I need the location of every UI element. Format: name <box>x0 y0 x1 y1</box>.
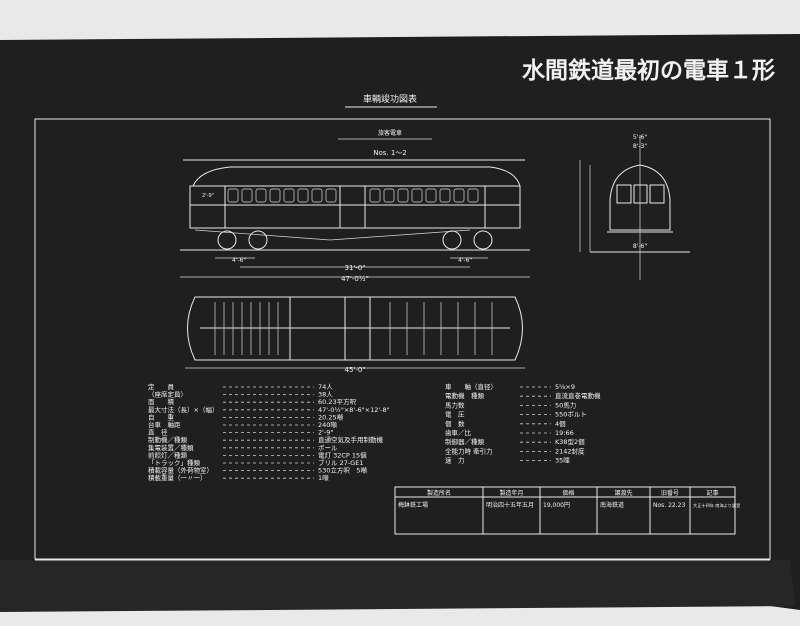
spec-label: （座席定員） <box>148 390 187 399</box>
spec-value: 550ボルト <box>555 411 587 419</box>
photo-title: 水間鉄道最初の電車１形 <box>522 57 775 84</box>
table-cell: 19,000円 <box>543 502 570 509</box>
spec-value: 38人 <box>318 391 333 399</box>
window <box>255 188 267 203</box>
window <box>227 188 239 203</box>
spec-value: 直流直巻電動機 <box>555 391 601 400</box>
spec-value: 60.23平方呎 <box>318 397 357 406</box>
spec-label: 「トラック」種類 <box>148 458 201 467</box>
spec-label: 電動機 種類 <box>445 391 485 400</box>
end-width-body: 8'-3" <box>633 143 647 150</box>
spec-value: 20.25噸 <box>318 412 344 421</box>
spec-value: 電灯 32CP 15個 <box>318 450 367 459</box>
side-elevation: 2'-9" 4'-6" 4'-6" 31'-0" 47'-0½" <box>180 159 530 283</box>
drawing-subheader: 旅客電車 <box>378 129 402 137</box>
spec-label: 速 力 <box>445 456 465 465</box>
window <box>383 188 395 203</box>
spec-value: K38型2個 <box>555 437 585 446</box>
spec-value: 2142封度 <box>555 446 585 455</box>
end-track-dim: 8'-6" <box>633 243 647 250</box>
table-header: 記事 <box>706 489 718 497</box>
table-cell: 南海鉄道 <box>600 501 624 509</box>
table-header: 製造年月 <box>499 489 523 497</box>
spec-label: 全能力時 牽引力 <box>445 446 493 455</box>
window <box>397 188 409 203</box>
spec-label: 車 軸（直径） <box>445 382 497 391</box>
window <box>297 188 309 203</box>
drawing-header: 車輌竣功図表 <box>363 93 417 105</box>
body-length-dim: 45'-0" <box>344 366 365 374</box>
table-header: 製造所名 <box>427 489 451 497</box>
window <box>325 188 337 203</box>
window <box>283 188 295 203</box>
bogie-wheelbase-left: 4'-6" <box>232 257 246 264</box>
spec-label: 制動機／種類 <box>148 435 188 444</box>
spec-value: 530立方呎 5噸 <box>318 466 368 475</box>
spec-label: 最大寸法（長）×（幅） <box>148 405 218 414</box>
spec-value: 直通空気及手用制動機 <box>318 435 384 444</box>
table-cell: Nos. 22.23 <box>653 502 685 509</box>
window <box>369 188 381 203</box>
spec-value: 74人 <box>318 383 333 391</box>
spec-label: 電 圧 <box>445 411 465 419</box>
spec-label: 直 径 <box>148 428 168 437</box>
window <box>311 188 323 203</box>
door-width-dim: 2'-9" <box>202 193 214 199</box>
spec-value: 50馬力 <box>555 400 576 409</box>
end-elevation: 5'-6" 8'-3" 8'-6" <box>579 134 690 280</box>
spec-label: 積載容量（外荷物室） <box>148 466 213 475</box>
spec-value: 4個 <box>555 419 566 428</box>
table-cell: 大正十四年 南海より譲受 <box>693 502 740 509</box>
table-cell: 梅鉢鉄工場 <box>398 501 428 509</box>
spec-value: 2'-9" <box>318 429 333 437</box>
bogie-centers-dim: 31'-0" <box>344 264 365 272</box>
spec-label: 馬力数 <box>445 400 465 409</box>
window <box>411 188 423 203</box>
end-width-top: 5'-6" <box>633 134 647 141</box>
spec-label: 自 重 <box>148 412 175 421</box>
bogie-wheelbase-right: 4'-6" <box>458 257 472 264</box>
spec-label: 台車 軸距 <box>148 420 181 429</box>
spec-value: 47'-0½"×8'-6"×12'-8" <box>318 406 390 414</box>
window <box>269 188 281 203</box>
spec-value: ブリル 27-GE1 <box>318 458 363 467</box>
plan-view: 45'-0" <box>185 296 525 374</box>
table-cell: 明治四十五年五月 <box>486 501 534 509</box>
drawing-frame <box>34 118 771 560</box>
overall-length-dim: 47'-0½" <box>341 275 369 283</box>
window <box>453 188 465 203</box>
window <box>425 188 437 203</box>
table-header: 価格 <box>562 489 574 497</box>
spec-label: 個 数 <box>445 419 465 428</box>
spec-value: 1噸 <box>318 473 329 482</box>
car-numbers: Nos. 1～2 <box>373 149 407 157</box>
window <box>241 188 253 203</box>
window <box>439 188 451 203</box>
spec-label: 集電装置／種類 <box>148 443 194 452</box>
spec-value: 240噸 <box>318 420 337 429</box>
spec-value: 35哩 <box>555 457 570 465</box>
table-header: 譲渡先 <box>614 489 632 497</box>
spec-label: 制御器／種類 <box>445 437 485 446</box>
spec-value: ポール <box>318 444 338 452</box>
spec-label: 面 積 <box>148 397 175 406</box>
spec-label: 積載重量（一〃一） <box>148 473 207 482</box>
board-lower <box>0 560 795 612</box>
table-header: 旧番号 <box>661 490 679 497</box>
spec-value: 5⅝×9 <box>555 383 575 391</box>
spec-label: 前照灯／種類 <box>148 450 188 459</box>
spec-label: 歯車／比 <box>445 428 472 437</box>
window <box>467 188 479 203</box>
board-background <box>0 34 800 610</box>
spec-value: 19:66 <box>555 429 574 437</box>
spec-label: 定 員 <box>148 382 175 391</box>
